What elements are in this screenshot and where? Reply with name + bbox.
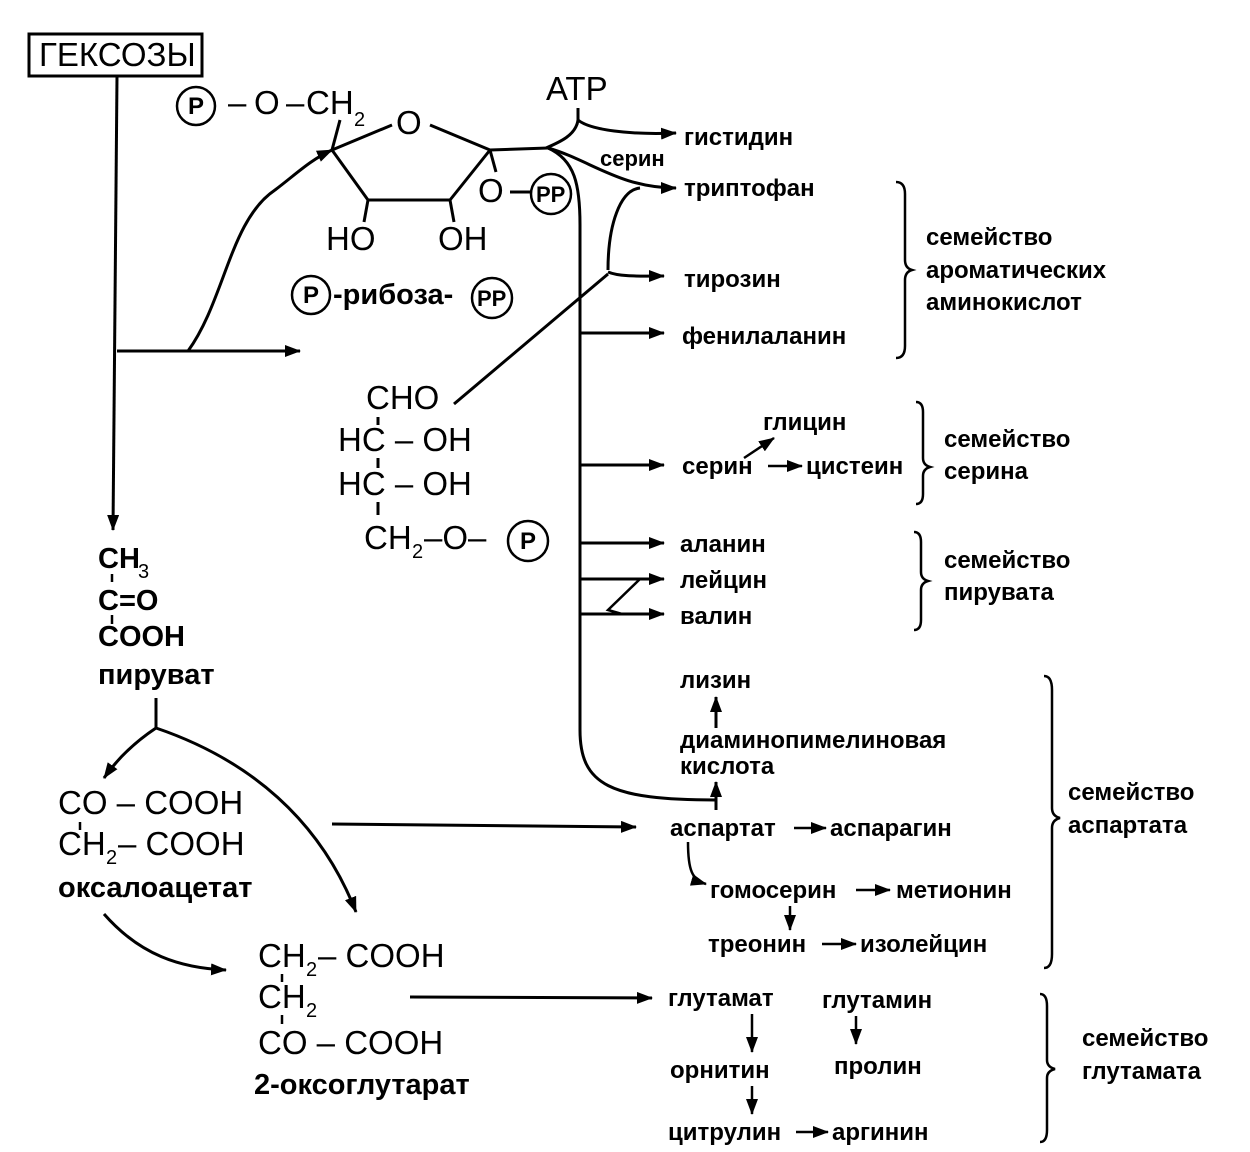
pyrophosphate-symbol: PP — [477, 286, 506, 311]
pyrophosphate-symbol: PP — [536, 182, 565, 207]
methyl-group: CH — [98, 543, 140, 575]
histidine-label: гистидин — [684, 124, 793, 151]
pp-link-oxygen: O — [478, 172, 504, 209]
oxoglutarate-label: 2-оксоглутарат — [254, 1069, 470, 1101]
family-braces — [895, 180, 1061, 1144]
arginine-label: аргинин — [832, 1119, 929, 1146]
ch2-group: CH — [364, 519, 412, 556]
ribose-label: -рибоза- — [333, 279, 453, 311]
phosphate-symbol: P — [188, 93, 204, 120]
serine-small-label: серин — [600, 146, 665, 171]
asparagine-label: аспарагин — [830, 815, 952, 842]
phenylalanine-label: фенилаланин — [682, 323, 846, 350]
phosphate-symbol: P — [520, 528, 536, 555]
atp-label: АТР — [546, 70, 608, 107]
main-connectors — [107, 75, 333, 531]
hydroxyl-left: HO — [326, 220, 376, 257]
ch2-group: CH — [58, 825, 106, 862]
alanine-label: аланин — [680, 531, 766, 558]
family-pyruvate-line2: пирувата — [944, 579, 1054, 606]
threonine-label: треонин — [708, 931, 806, 958]
valine-label: валин — [680, 603, 752, 630]
family-glutamate-line1: семейство — [1082, 1025, 1208, 1052]
ornithine-label: орнитин — [670, 1057, 770, 1084]
pyruvate-label: пируват — [98, 659, 215, 691]
hydroxyl-carbon: HC – OH — [338, 421, 472, 458]
proline-label: пролин — [834, 1053, 922, 1080]
subscript: 2 — [412, 541, 423, 563]
glycine-label: глицин — [763, 409, 846, 436]
tyrosine-label: тирозин — [684, 266, 781, 293]
erythrose-phosphate-structure: CHO HC – OH HC – OH CH 2 –O– P — [338, 379, 550, 563]
aldehyde-group: CHO — [366, 379, 439, 416]
hydroxyl-carbon: HC – OH — [338, 465, 472, 502]
family-aspartate-line1: семейство — [1068, 779, 1194, 806]
oxaloacetate-structure: CO – COOH CH 2 – COOH оксалоацетат — [58, 784, 252, 904]
ch2-group: CH — [306, 84, 354, 121]
citrulline-label: цитрулин — [668, 1119, 781, 1146]
subscript: 2 — [106, 847, 117, 869]
oxygen-atom: O — [254, 84, 280, 121]
cysteine-label: цистеин — [806, 453, 903, 480]
upper-connectors — [453, 108, 722, 810]
family-glutamate-line2: глутамата — [1082, 1058, 1202, 1085]
dash: – — [286, 84, 305, 121]
family-aromatic-line2: ароматических — [926, 257, 1107, 284]
family-pyruvate-line1: семейство — [944, 547, 1070, 574]
leucine-label: лейцин — [680, 567, 767, 594]
ch2-group: CH — [258, 978, 306, 1015]
ch2-group: CH — [258, 937, 306, 974]
homoserine-label: гомосерин — [710, 877, 836, 904]
diaminopimelic-label-line1: диаминопимелиновая — [680, 727, 946, 754]
oxoglutarate-structure: CH 2 – COOH CH 2 CO – COOH 2-оксоглутара… — [254, 937, 470, 1101]
subscript: 2 — [306, 959, 317, 981]
lysine-label: лизин — [680, 667, 751, 694]
family-serine-line2: серина — [944, 458, 1029, 485]
keto-carboxyl: CO – COOH — [58, 784, 243, 821]
keto-group: C=O — [98, 585, 158, 617]
family-serine-line1: семейство — [944, 426, 1070, 453]
oxaloacetate-label: оксалоацетат — [58, 872, 252, 904]
family-aspartate-line2: аспартата — [1068, 812, 1188, 839]
methionine-label: метионин — [896, 877, 1012, 904]
family-aromatic-line1: семейство — [926, 224, 1052, 251]
hydroxyl-right: OH — [438, 220, 488, 257]
diaminopimelic-label-line2: кислота — [680, 753, 775, 780]
hexoses-label: ГЕКСОЗЫ — [39, 36, 196, 73]
phosphate-symbol: P — [303, 282, 319, 309]
family-aromatic-line3: аминокислот — [926, 289, 1082, 316]
dash: – — [228, 84, 247, 121]
tryptophan-label: триптофан — [684, 175, 815, 202]
family-labels: семейство ароматических аминокислот семе… — [926, 224, 1208, 1085]
lower-connectors — [102, 698, 653, 1004]
subscript: 3 — [138, 561, 149, 583]
carboxyl-group: – COOH — [318, 937, 445, 974]
serine-label: серин — [682, 453, 753, 480]
ribose-phosphate-structure: P – O – CH 2 O HO OH O PP P -рибоза- PP — [175, 84, 573, 320]
pyruvate-structure: CH 3 C=O COOH пируват — [98, 543, 215, 691]
isoleucine-label: изолейцин — [860, 931, 987, 958]
subscript: 2 — [354, 109, 365, 131]
products: гистидин триптофан тирозин фенилаланин г… — [668, 124, 1012, 1146]
carboxyl-group: – COOH — [118, 825, 245, 862]
ester-link: –O– — [424, 519, 487, 556]
subscript: 2 — [306, 1000, 317, 1022]
ring-oxygen: O — [396, 104, 422, 141]
carboxyl-group: COOH — [98, 621, 185, 653]
glutamate-label: глутамат — [668, 985, 774, 1012]
glutamine-label: глутамин — [822, 987, 932, 1014]
aspartate-label: аспартат — [670, 815, 776, 842]
keto-carboxyl: CO – COOH — [258, 1024, 443, 1061]
